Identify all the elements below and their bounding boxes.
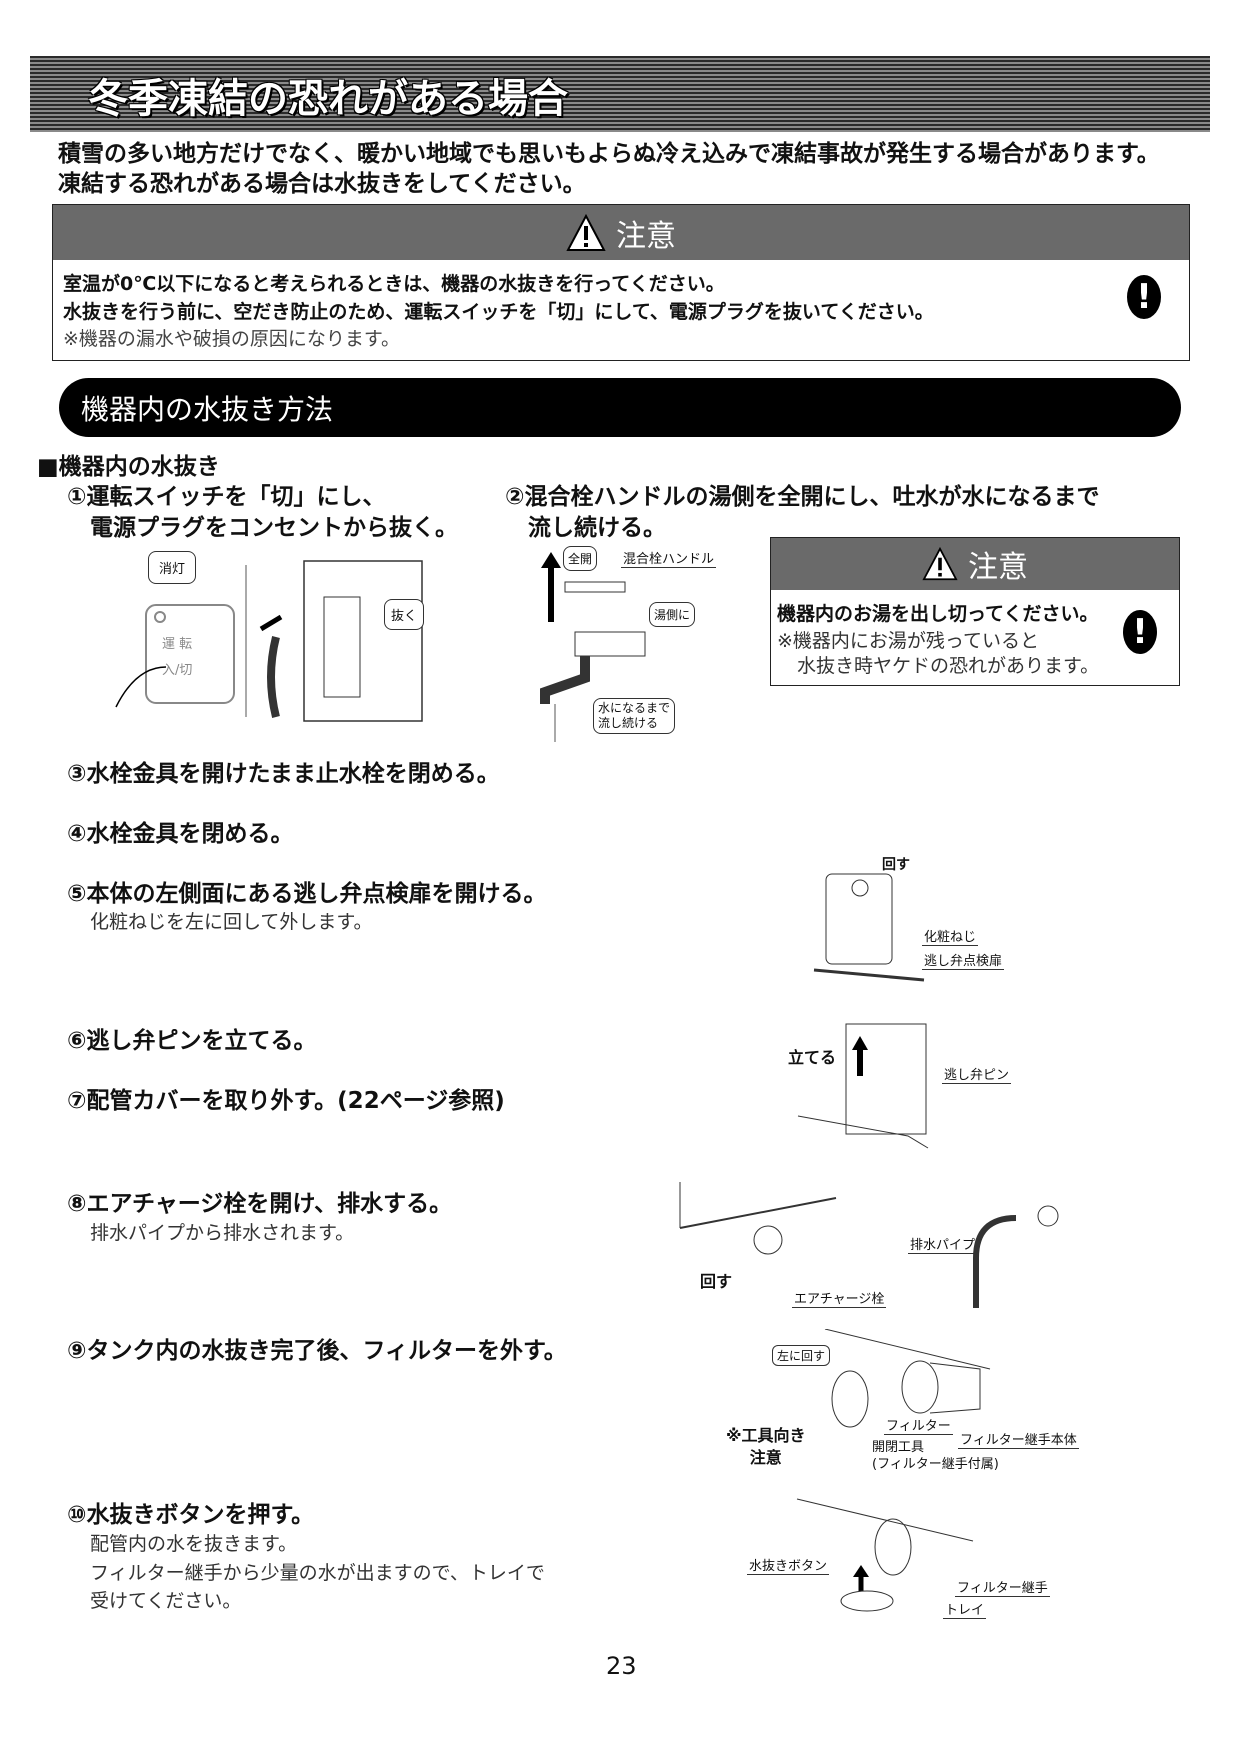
- label-pin: 逃し弁ピン: [942, 1064, 1012, 1084]
- illustration-drain-button: 水抜きボタン フィルター継手 トレイ: [743, 1497, 1063, 1622]
- page-title: 冬季凍結の恐れがある場合: [88, 76, 568, 122]
- label-opening-tool: 開閉工具(フィルター継手付属): [872, 1440, 999, 1472]
- label-onoff: 入/切: [162, 663, 193, 678]
- exclamation-icon: !: [1127, 275, 1161, 319]
- caution-header: 注意: [771, 538, 1179, 590]
- page-number: 23: [606, 1652, 637, 1680]
- caution-note: 水抜き時ヤケドの恐れがあります。: [797, 655, 1100, 677]
- step-10-note: 配管内の水を抜きます。: [90, 1533, 298, 1555]
- caution-line: 機器内のお湯を出し切ってください。: [777, 603, 1099, 625]
- caution-box: 注意 室温が0℃以下になると考えられるときは、機器の水抜きを行ってください。 水…: [52, 204, 1190, 361]
- label-handle: 混合栓ハンドル: [621, 548, 717, 568]
- label-keep-flowing: 水になるまで流し続ける: [593, 698, 676, 734]
- caution-title: 注意: [968, 550, 1028, 585]
- illustration-relief-pin: 立てる 逃し弁ピン: [788, 1016, 1012, 1151]
- label-off: 消灯: [148, 551, 197, 584]
- step-1: ①運転スイッチを「切」にし、: [67, 484, 386, 510]
- label-raise: 立てる: [788, 1048, 837, 1067]
- caution-title: 注意: [616, 218, 676, 254]
- section-heading: 機器内の水抜き方法: [59, 378, 1181, 437]
- page-title-bar: 冬季凍結の恐れがある場合: [30, 56, 1210, 132]
- step-9: ⑨タンク内の水抜き完了後、フィルターを外す。: [67, 1338, 567, 1364]
- subheading: ■機器内の水抜き: [37, 454, 220, 480]
- caution-box-hot-water: 注意 機器内のお湯を出し切ってください。 ※機器内にお湯が残っていると 水抜き時…: [770, 537, 1180, 686]
- illustration-inspection-door: 回す 化粧ねじ 逃し弁点検扉: [804, 854, 1024, 984]
- step-10: ⑩水抜きボタンを押す。: [67, 1502, 315, 1528]
- step-2-cont: 流し続ける。: [528, 515, 666, 541]
- caution-line: 水抜きを行う前に、空だき防止のため、運転スイッチを「切」にして、電源プラグを抜い…: [63, 301, 934, 323]
- label-screw: 化粧ねじ: [922, 926, 979, 946]
- label-door: 逃し弁点検扉: [922, 950, 1005, 970]
- step-3: ③水栓金具を開けたまま止水栓を閉める。: [67, 761, 500, 787]
- label-air-charge-valve: エアチャージ栓: [792, 1288, 887, 1308]
- warning-triangle-icon: [922, 547, 958, 581]
- label-turn-left: 左に回す: [772, 1345, 831, 1366]
- label-tool-note: ※工具向き注意: [726, 1426, 806, 1467]
- label-filter-joint-body: フィルター継手本体: [958, 1429, 1079, 1449]
- step-5: ⑤本体の左側面にある逃し弁点検扉を開ける。: [67, 881, 547, 907]
- label-drain-button: 水抜きボタン: [747, 1555, 830, 1575]
- step-10-note: フィルター継手から少量の水が出ますので、トレイで: [90, 1562, 545, 1584]
- illustration-filter: 左に回す ※工具向き注意 フィルター フィルター継手本体 開閉工具(フィルター継…: [720, 1329, 1110, 1479]
- step-4: ④水栓金具を閉める。: [67, 821, 294, 847]
- label-turn: 回す: [882, 857, 910, 873]
- illustration-power-switch: 消灯 運 転 入/切 抜く: [106, 547, 458, 727]
- label-filter: フィルター: [884, 1415, 953, 1435]
- step-8-note: 排水パイプから排水されます。: [90, 1222, 355, 1244]
- step-7: ⑦配管カバーを取り外す。(22ページ参照): [67, 1088, 505, 1114]
- caution-note: ※機器内にお湯が残っていると: [777, 630, 1039, 652]
- caution-line: 室温が0℃以下になると考えられるときは、機器の水抜きを行ってください。: [63, 273, 725, 295]
- step-6: ⑥逃し弁ピンを立てる。: [67, 1028, 317, 1054]
- label-turn: 回す: [700, 1272, 733, 1291]
- step-8: ⑧エアチャージ栓を開け、排水する。: [67, 1191, 453, 1217]
- illustration-faucet: 全開 混合栓ハンドル 湯側に 水になるまで流し続ける: [525, 542, 725, 742]
- label-hot-side: 湯側に: [649, 602, 696, 627]
- step-2: ②混合栓ハンドルの湯側を全開にし、吐水が水になるまで: [505, 484, 1100, 510]
- label-full-open: 全開: [563, 546, 598, 571]
- illustration-air-charge: 回す エアチャージ栓 排水パイプ: [676, 1178, 1076, 1308]
- label-tray: トレイ: [943, 1599, 987, 1619]
- label-pull: 抜く: [384, 599, 425, 630]
- step-5-note: 化粧ねじを左に回して外します。: [90, 911, 373, 933]
- exclamation-icon: !: [1123, 610, 1157, 654]
- caution-note: ※機器の漏水や破損の原因になります。: [63, 328, 401, 350]
- label-filter-joint: フィルター継手: [955, 1577, 1050, 1597]
- intro-line: 凍結する恐れがある場合は水抜きをしてください。: [58, 171, 586, 197]
- step-10-note: 受けてください。: [90, 1590, 242, 1612]
- label-run: 運 転: [162, 637, 193, 652]
- warning-triangle-icon: [566, 213, 606, 251]
- caution-header: 注意: [53, 205, 1189, 260]
- step-1-cont: 電源プラグをコンセントから抜く。: [90, 515, 458, 541]
- intro-line: 積雪の多い地方だけでなく、暖かい地域でも思いもよらぬ冷え込みで凍結事故が発生する…: [58, 141, 1160, 167]
- label-drain-pipe: 排水パイプ: [908, 1234, 978, 1254]
